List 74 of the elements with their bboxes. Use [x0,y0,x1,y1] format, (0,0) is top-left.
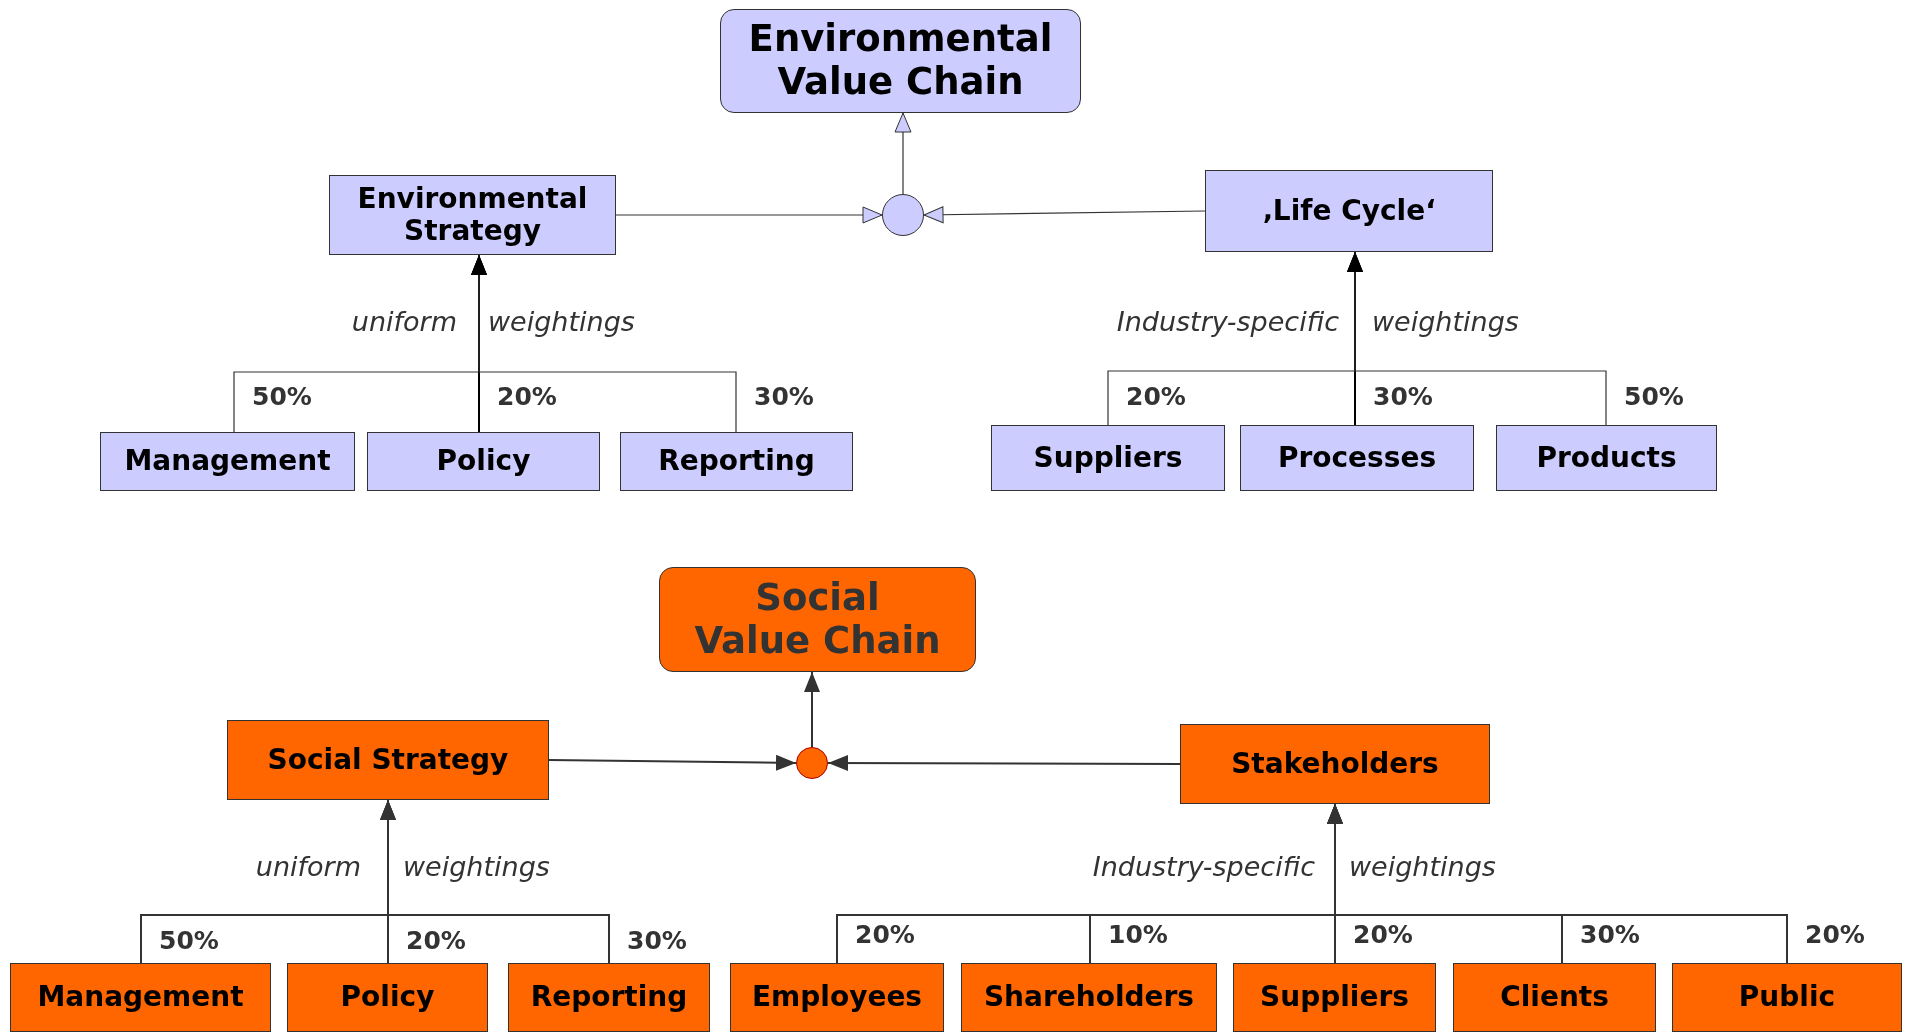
node-label: Products [1536,441,1677,475]
process-box [1205,170,1493,252]
process-box [1240,425,1474,491]
arrow [827,755,1181,772]
process-box [730,963,944,1032]
edge-label: 10% [1108,920,1168,949]
edge-label: 20% [406,926,466,955]
node-label: Environmental Value Chain [747,18,1054,104]
process-box [1672,963,1902,1032]
node-label: Social Strategy [267,743,509,777]
arrow [894,112,912,195]
annotation-text: weightings [1349,851,1496,882]
edge-label: 20% [1126,382,1186,411]
process-box [1453,963,1656,1032]
arrow [1347,251,1607,426]
annotation-text: weightings [488,306,635,337]
process-box [961,963,1217,1032]
arrow [548,754,797,771]
process-box [1180,724,1490,804]
node-label: Public [1738,981,1836,1014]
node-label: Policy [340,981,435,1014]
node-label: Reporting [658,445,815,478]
annotation-text: weightings [403,851,550,882]
edge-label: 20% [1353,920,1413,949]
node-label: Clients [1500,981,1609,1014]
process-box [329,175,616,255]
node-label: Stakeholders [1231,747,1439,781]
junction-circle [796,747,828,779]
title-box [720,9,1081,113]
arrow [471,254,737,433]
node-label: Policy [436,445,531,478]
annotation-text: weightings [1372,306,1519,337]
node-label: Processes [1277,441,1437,475]
node-label: Shareholders [983,981,1195,1014]
node-label: ‚Life Cycle‘ [1262,194,1436,228]
node-label: Suppliers [1033,441,1183,475]
process-box [227,720,549,800]
node-label: Reporting [530,981,688,1014]
edge-label: 20% [1805,920,1865,949]
annotation-text: Industry-specific [1116,306,1339,337]
edge-label: 50% [159,926,219,955]
edge-label: 30% [1373,382,1433,411]
arrow [923,206,1206,224]
title-box [659,567,976,672]
edge-label: 30% [627,926,687,955]
annotation-text: uniform [351,306,457,337]
process-box [100,432,355,491]
arrow [615,206,883,224]
annotation-text: uniform [255,851,361,882]
node-label: Environmental Strategy [356,182,589,248]
edge-label: 50% [252,382,312,411]
junction-circle [882,194,924,236]
process-box [10,963,271,1032]
edge-label: 20% [497,382,557,411]
arrow [804,671,820,748]
annotation-text: Industry-specific [1092,851,1315,882]
edge-label: 50% [1624,382,1684,411]
node-label: Suppliers [1260,981,1409,1014]
node-label: Management [37,981,244,1014]
process-box [991,425,1225,491]
process-box [1496,425,1717,491]
process-box [1233,963,1436,1032]
process-box [287,963,488,1032]
node-label: Social Value Chain [693,576,942,663]
arrow [1327,803,1788,964]
process-box [367,432,600,491]
node-label: Employees [751,981,923,1014]
edge-label: 30% [1580,920,1640,949]
edge-label: 30% [754,382,814,411]
node-label: Management [124,445,331,478]
process-box [620,432,853,491]
arrow [380,799,610,964]
process-box [508,963,710,1032]
edge-label: 20% [855,920,915,949]
